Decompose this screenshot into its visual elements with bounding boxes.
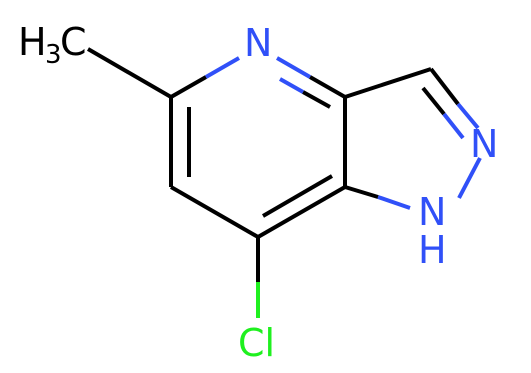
bond-c3a-n4-inner-b	[279, 77, 304, 94]
bond-c3-n2-inner-a	[421, 86, 446, 116]
bond-c3a-n4-b	[276, 56, 311, 79]
bond-c3a-c3	[344, 67, 432, 99]
methyl-label-c: C	[60, 20, 87, 64]
bond-c5-n4-b	[205, 56, 240, 79]
atom-n4: N	[244, 21, 272, 65]
atom-labels: H 3 C N N N H Cl	[18, 20, 498, 365]
bond-c7-c7a-inner	[261, 174, 334, 218]
methyl-label-sub: 3	[45, 40, 62, 70]
bond-c3-n2-b	[456, 102, 480, 130]
bond-methyl-c5	[86, 47, 173, 99]
bond-c6-c7	[170, 185, 259, 239]
atom-n2: N	[470, 122, 498, 166]
bond-n2-n1	[457, 157, 482, 199]
bond-c3-n2-a	[429, 67, 460, 106]
bond-n1-c7a-a	[377, 195, 411, 210]
bond-c5-n4-a	[170, 75, 207, 99]
bond-c7-c7a	[257, 185, 346, 239]
methyl-label-h: H	[18, 20, 47, 64]
bond-c3a-n4-a	[309, 75, 346, 99]
atom-cl: Cl	[238, 321, 275, 365]
bond-c3-n2-inner-b	[442, 112, 465, 140]
atom-n1: N	[418, 190, 446, 234]
bond-n1-c7a-b	[344, 185, 379, 199]
bond-c3a-n4-inner-a	[302, 90, 331, 109]
atom-n1-hydrogen: H	[418, 228, 447, 272]
bonds	[86, 47, 482, 318]
